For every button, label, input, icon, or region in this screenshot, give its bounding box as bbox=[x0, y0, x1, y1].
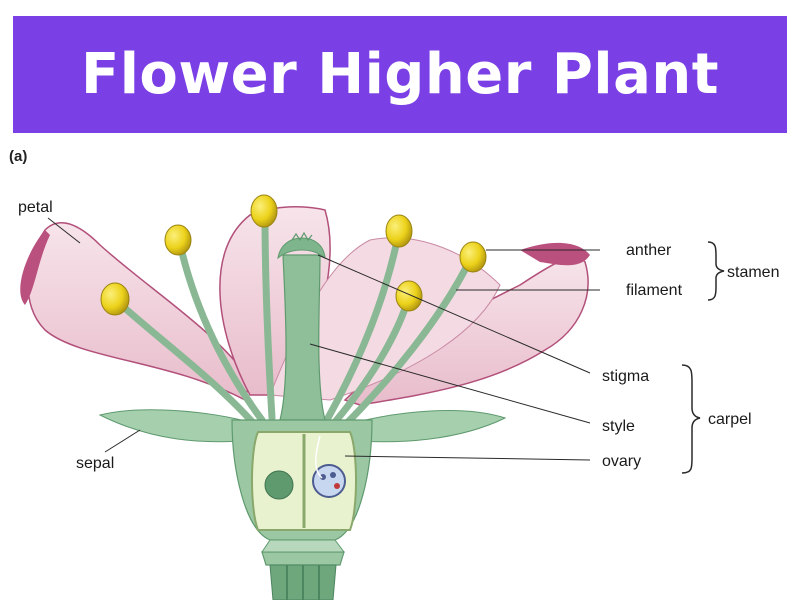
label-carpel: carpel bbox=[708, 411, 752, 428]
label-ovary: ovary bbox=[602, 453, 641, 470]
leader-ovary bbox=[344, 455, 591, 461]
label-stamen: stamen bbox=[727, 264, 779, 281]
anther bbox=[385, 214, 413, 248]
leader-style bbox=[309, 343, 591, 424]
leader-stigma bbox=[317, 254, 591, 374]
label-style: style bbox=[602, 418, 635, 435]
stalk bbox=[261, 539, 345, 600]
label-sepal: sepal bbox=[76, 455, 114, 472]
stigma-tip bbox=[291, 231, 313, 242]
sepals bbox=[98, 409, 507, 443]
label-anther: anther bbox=[626, 242, 672, 259]
label-filament: filament bbox=[626, 282, 683, 299]
stalk-top bbox=[261, 539, 345, 553]
filament bbox=[324, 232, 402, 422]
ovule-right bbox=[312, 464, 346, 498]
filament bbox=[338, 256, 474, 432]
filament bbox=[176, 240, 266, 424]
petals bbox=[20, 205, 590, 406]
stalk-collar bbox=[261, 551, 345, 566]
petal-left bbox=[27, 222, 251, 402]
filament bbox=[114, 298, 259, 429]
petal-left-edge bbox=[20, 230, 50, 305]
filament bbox=[261, 211, 276, 422]
sepal-right bbox=[344, 410, 507, 443]
petal-right-edge bbox=[520, 242, 590, 266]
filaments bbox=[114, 211, 474, 432]
labels: petal sepal anther filament stamen stigm… bbox=[18, 199, 779, 472]
label-stigma: stigma bbox=[602, 368, 649, 385]
anther bbox=[459, 241, 487, 273]
title-banner: Flower Higher Plant bbox=[13, 16, 787, 133]
panel-label: (a) bbox=[9, 148, 28, 165]
braces bbox=[681, 241, 725, 474]
sepal-left bbox=[98, 409, 261, 443]
style bbox=[279, 254, 326, 421]
label-petal: petal bbox=[18, 199, 53, 216]
anther bbox=[395, 280, 423, 312]
filament bbox=[331, 296, 412, 426]
leader-sepal bbox=[104, 429, 141, 453]
carpel bbox=[231, 231, 373, 541]
ovule-cell bbox=[334, 483, 340, 489]
leader-petal bbox=[47, 217, 81, 244]
ovule-left bbox=[264, 470, 294, 500]
stamen-brace bbox=[707, 241, 725, 301]
anther bbox=[100, 282, 130, 316]
page-title: Flower Higher Plant bbox=[80, 42, 720, 107]
ovule-cell bbox=[330, 472, 336, 478]
anther bbox=[250, 194, 278, 228]
carpel-brace bbox=[681, 364, 701, 474]
anthers bbox=[100, 194, 487, 316]
anther bbox=[164, 224, 192, 256]
pollen-tube bbox=[315, 435, 323, 479]
leader-lines bbox=[47, 217, 600, 461]
